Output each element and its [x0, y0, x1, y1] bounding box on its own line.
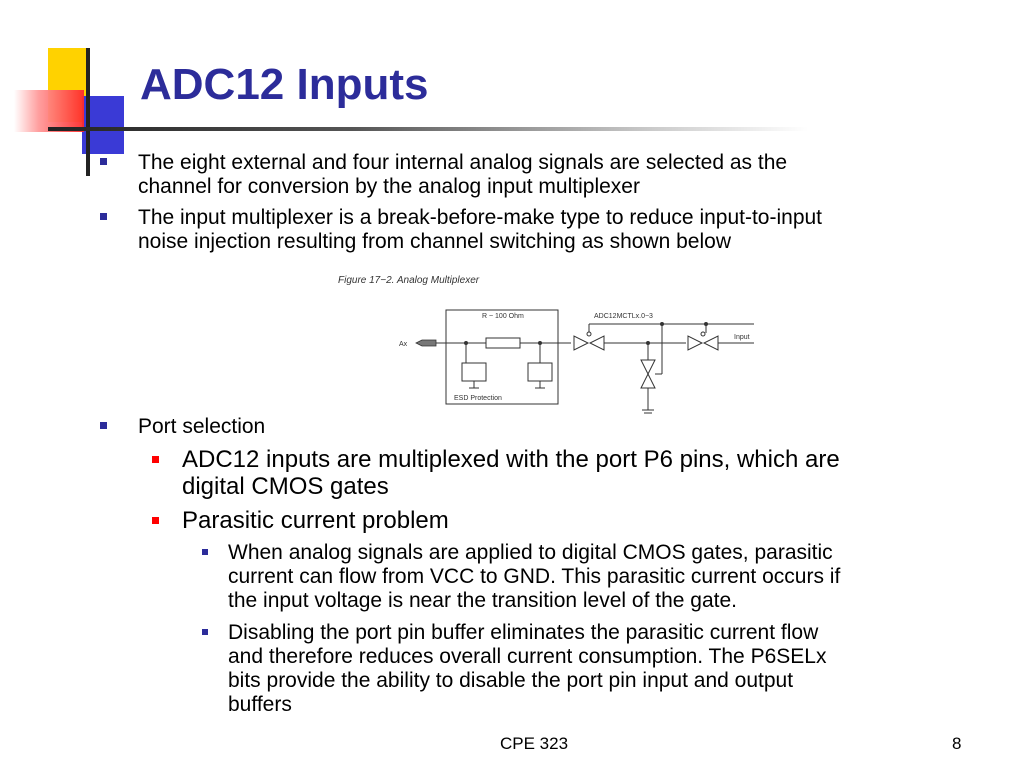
- bullet-line: The input multiplexer is a break-before-…: [138, 206, 823, 229]
- sub-sub-bullet-line: and therefore reduces overall current co…: [228, 645, 827, 668]
- sub-bullet-marker: [152, 517, 159, 524]
- sub-sub-bullet-line: bits provide the ability to disable the …: [228, 669, 794, 692]
- sub-sub-bullet-line: Disabling the port pin buffer eliminates…: [228, 621, 819, 644]
- sub-sub-bullet-marker: [202, 629, 208, 635]
- input-pin-label: Ax: [399, 341, 408, 348]
- sub-bullet-line: ADC12 inputs are multiplexed with the po…: [182, 446, 840, 473]
- footer-course: CPE 323: [500, 734, 569, 753]
- bullet-line: channel for conversion by the analog inp…: [138, 175, 640, 198]
- esd-protection-label: ESD Protection: [454, 395, 502, 402]
- bullet-line: noise injection resulting from channel s…: [138, 230, 731, 253]
- sub-bullet-line: digital CMOS gates: [182, 473, 389, 500]
- esd-protection-box: [445, 309, 559, 405]
- shunt-gate: [640, 359, 656, 376]
- bullet-marker: [100, 422, 107, 429]
- footer-page-number: 8: [952, 734, 962, 753]
- title-underline: [48, 127, 808, 131]
- output-label: Input: [734, 334, 750, 341]
- resistor-label: R ~ 100 Ohm: [482, 313, 524, 320]
- deco-red-square: [14, 90, 84, 132]
- deco-vertical-line: [86, 48, 90, 176]
- bullet-line: The eight external and four internal ana…: [138, 151, 788, 174]
- sub-sub-bullet-marker: [202, 549, 208, 555]
- transmission-gate-1: [573, 335, 590, 351]
- sub-sub-bullet-line: When analog signals are applied to digit…: [228, 541, 833, 564]
- esd-diode-right: [527, 362, 553, 382]
- sub-bullet-line: Parasitic current problem: [182, 507, 449, 534]
- figure-caption: Figure 17−2. Analog Multiplexer: [338, 275, 480, 286]
- analog-multiplexer-figure: Figure 17−2. Analog Multiplexer R ~ 100 …: [338, 275, 754, 414]
- esd-diode-left: [461, 362, 487, 382]
- resistor: [485, 337, 521, 349]
- bullet-marker: [100, 158, 107, 165]
- sub-sub-bullet-line: current can flow from VCC to GND. This p…: [228, 565, 841, 588]
- sub-sub-bullet-line: the input voltage is near the transition…: [228, 589, 737, 612]
- sub-sub-bullet-line: buffers: [228, 693, 292, 716]
- control-label: ADC12MCTLx.0−3: [594, 313, 653, 320]
- slide-title: ADC12 Inputs: [140, 60, 429, 109]
- transmission-gate-2: [687, 335, 704, 351]
- bullet-marker: [100, 213, 107, 220]
- sub-bullet-marker: [152, 456, 159, 463]
- bullet-line: Port selection: [138, 415, 266, 438]
- input-pin-shape: [415, 339, 437, 347]
